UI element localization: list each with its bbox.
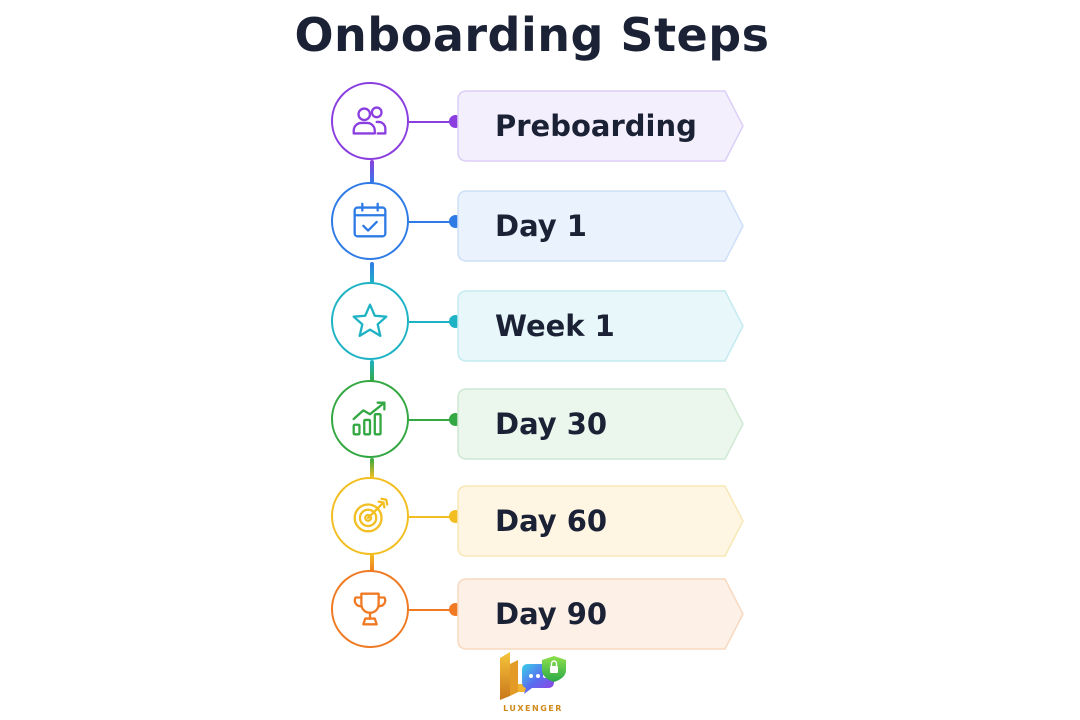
step-day-1: Day 1 [0,182,1080,262]
step-icon-circle [331,282,409,360]
step-day-90: Day 90 [0,570,1080,650]
step-connector [409,221,456,223]
step-label: Day 90 [495,597,608,631]
step-label: Preboarding [495,109,697,143]
step-connector [409,321,456,323]
step-icon-circle [331,477,409,555]
timeline-segment [370,262,374,284]
step-connector [409,419,456,421]
trophy-icon [353,592,387,626]
step-label: Day 60 [495,504,608,538]
step-day-30: Day 30 [0,380,1080,460]
step-connector [409,516,456,518]
step-icon-circle [331,570,409,648]
step-card: Day 60 [457,485,744,557]
logo-mark-icon [500,652,566,700]
step-connector [409,609,456,611]
timeline-segment [370,554,374,572]
target-icon [353,497,389,533]
step-label: Week 1 [495,309,615,343]
step-week-1: Week 1 [0,282,1080,362]
luxenger-logo: LUXENGER [496,652,570,716]
step-preboarding: Preboarding [0,82,1080,162]
step-icon-circle [331,82,409,160]
step-label: Day 1 [495,209,587,243]
step-card: Day 90 [457,578,744,650]
timeline-segment [370,360,374,382]
timeline-segment [370,160,374,184]
star-icon [352,303,388,338]
step-icon-circle [331,380,409,458]
step-icon-circle [331,182,409,260]
timeline-segment [370,458,374,478]
step-card: Day 30 [457,388,744,460]
step-day-60: Day 60 [0,477,1080,557]
step-card: Preboarding [457,90,744,162]
growth-chart-icon [352,401,386,436]
page-title: Onboarding Steps [294,8,770,62]
step-card: Day 1 [457,190,744,262]
people-icon [352,106,387,135]
step-card: Week 1 [457,290,744,362]
logo-wordmark: LUXENGER [503,704,563,713]
step-label: Day 30 [495,407,608,441]
step-connector [409,121,456,123]
calendar-check-icon [353,202,387,238]
